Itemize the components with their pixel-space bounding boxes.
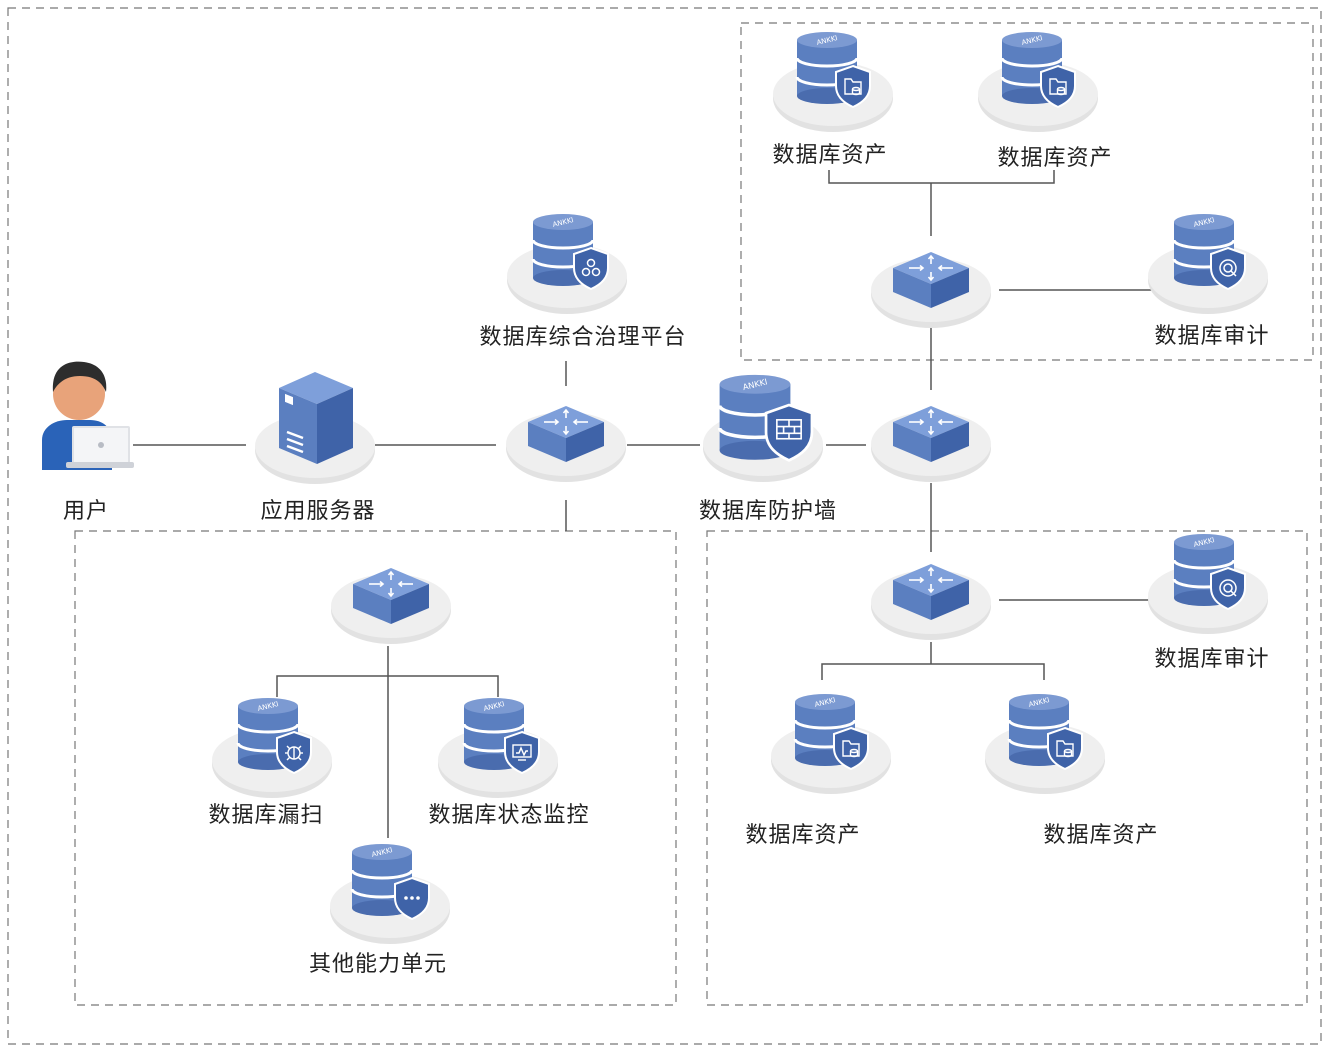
top-asset-1-label: 数据库资产 <box>772 143 888 168</box>
top-right-group-boundary <box>740 22 1314 361</box>
status-monitor-db-icon <box>438 696 558 798</box>
app-server-label: 应用服务器 <box>260 499 376 524</box>
top-audit-db-icon <box>1148 212 1268 314</box>
top-audit-label: 数据库审计 <box>1154 324 1270 349</box>
bottom-asset-db-1-icon <box>771 692 891 794</box>
bottom-audit-label: 数据库审计 <box>1154 647 1270 672</box>
top-asset-db-2-icon <box>978 30 1098 132</box>
bottom-asset-1-label: 数据库资产 <box>745 823 861 848</box>
outer-boundary <box>7 7 1322 1045</box>
status-monitor-label: 数据库状态监控 <box>428 803 590 828</box>
app-server-icon <box>255 372 375 484</box>
top-asset-db-1-icon <box>773 30 893 132</box>
other-units-label: 其他能力单元 <box>308 952 448 977</box>
top-asset-2-label: 数据库资产 <box>997 146 1113 171</box>
bottom-right-group-boundary <box>706 530 1308 1006</box>
bottom-left-switch-icon <box>331 567 451 644</box>
connection-lines <box>133 170 1155 838</box>
bottom-audit-db-icon <box>1148 532 1268 634</box>
bottom-left-group-boundary <box>74 530 677 1006</box>
vuln-scan-label: 数据库漏扫 <box>208 803 324 828</box>
governance-platform-label: 数据库综合治理平台 <box>479 325 687 350</box>
bottom-right-switch-icon <box>871 563 991 640</box>
core-switch-icon <box>871 405 991 482</box>
governance-db-icon <box>507 212 627 314</box>
top-switch-icon <box>871 251 991 328</box>
firewall-label: 数据库防护墙 <box>698 499 838 524</box>
firewall-db-icon <box>703 373 823 482</box>
vuln-scan-db-icon <box>212 696 332 798</box>
other-units-db-icon <box>330 842 450 944</box>
user-label: 用户 <box>62 499 110 524</box>
bottom-asset-db-2-icon <box>985 692 1105 794</box>
main-switch-icon <box>506 405 626 482</box>
user-icon <box>42 361 134 470</box>
bottom-asset-2-label: 数据库资产 <box>1043 823 1159 848</box>
